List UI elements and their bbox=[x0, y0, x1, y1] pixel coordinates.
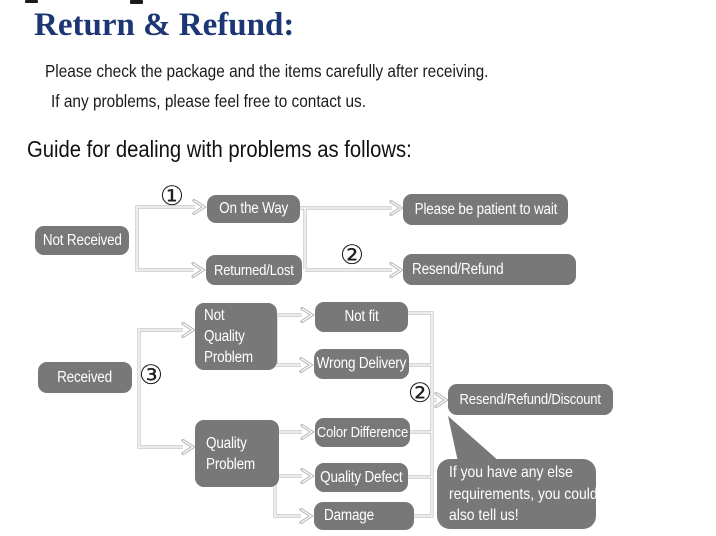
node-not-received: Not Received bbox=[35, 226, 129, 255]
collector-to-resolution bbox=[404, 311, 449, 518]
intro-line-2: If any problems, please feel free to con… bbox=[51, 91, 367, 111]
node-label: Quality Defect bbox=[320, 468, 403, 486]
node-label: Not fit bbox=[344, 308, 379, 325]
step-marker-2-top: ② bbox=[339, 240, 365, 271]
node-label: Quality Problem bbox=[206, 434, 256, 473]
node-label: Received bbox=[57, 368, 113, 386]
bubble-line-1: If you have any else bbox=[449, 464, 573, 481]
speech-bubble: If you have any else requirements, you c… bbox=[437, 459, 598, 529]
node-label: Please be patient to wait bbox=[414, 200, 557, 218]
guide-heading: Guide for dealing with problems as follo… bbox=[27, 136, 412, 162]
node-on-the-way: On the Way bbox=[207, 195, 300, 223]
fork-not-received bbox=[135, 198, 207, 279]
node-quality-problem: Quality Problem bbox=[195, 420, 279, 487]
node-label: Wrong Delivery bbox=[316, 355, 407, 372]
node-wrong-delivery: Wrong Delivery bbox=[314, 349, 409, 379]
node-quality-defect: Quality Defect bbox=[315, 463, 408, 492]
node-please-be-patient: Please be patient to wait bbox=[403, 194, 568, 225]
fork-quality-problem bbox=[273, 423, 315, 525]
step-marker-3: ③ bbox=[138, 360, 164, 391]
node-not-quality-problem: Not Quality Problem bbox=[195, 303, 277, 370]
fork-not-quality-problem bbox=[274, 306, 315, 374]
step-marker-2-bottom: ② bbox=[407, 378, 433, 409]
fork-on-the-way bbox=[299, 199, 404, 279]
node-label: Not Received bbox=[42, 231, 122, 249]
page-title: Return & Refund: bbox=[34, 7, 295, 43]
scan-artifact-mark bbox=[25, 0, 38, 3]
node-label: Color Difference bbox=[316, 424, 409, 441]
node-label: On the Way bbox=[219, 200, 288, 217]
scan-artifact-mark bbox=[130, 0, 143, 4]
node-resend-refund: Resend/Refund bbox=[403, 254, 576, 285]
step-marker-1: ① bbox=[159, 181, 185, 212]
node-label: Resend/Refund bbox=[412, 260, 504, 278]
intro-line-1: Please check the package and the items c… bbox=[45, 61, 489, 81]
node-color-difference: Color Difference bbox=[315, 418, 410, 447]
speech-bubble-tail bbox=[448, 416, 500, 462]
node-received: Received bbox=[38, 362, 132, 393]
node-label: Resend/Refund/Discount bbox=[459, 391, 602, 408]
fork-received bbox=[137, 321, 196, 456]
node-not-fit: Not fit bbox=[315, 302, 408, 332]
bubble-line-2: requirements, you could bbox=[449, 485, 598, 503]
node-resend-refund-discount: Resend/Refund/Discount bbox=[448, 384, 613, 415]
node-returned-lost: Returned/Lost bbox=[206, 255, 302, 285]
node-label: Returned/Lost bbox=[214, 261, 294, 279]
node-damage: Damage bbox=[314, 502, 414, 530]
node-label: Not Quality Problem bbox=[204, 307, 254, 366]
bubble-line-3: also tell us! bbox=[449, 507, 519, 524]
node-label: Damage bbox=[324, 507, 374, 524]
